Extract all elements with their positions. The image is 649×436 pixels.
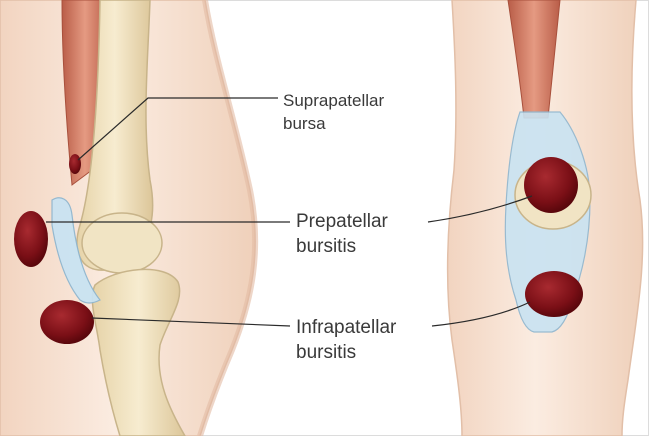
label-suprapatellar-line1: Suprapatellar <box>283 92 384 109</box>
infrapatellar-bursa-front <box>525 271 583 317</box>
side-view-knee <box>0 0 255 436</box>
front-view-knee <box>448 0 643 436</box>
prepatellar-bursa-side <box>14 211 48 267</box>
infrapatellar-bursa-side <box>40 300 94 344</box>
prepatellar-bursa-front <box>524 157 578 213</box>
label-prepatellar-bursitis: Prepatellar bursitis <box>296 212 388 256</box>
label-infrapatellar-line1: Infrapatellar <box>296 318 396 337</box>
label-infrapatellar-line2: bursitis <box>296 343 396 362</box>
label-suprapatellar-bursa: Suprapatellar bursa <box>283 92 384 132</box>
suprapatellar-bursa <box>69 154 81 174</box>
label-infrapatellar-bursitis: Infrapatellar bursitis <box>296 318 396 362</box>
label-prepatellar-line1: Prepatellar <box>296 212 388 231</box>
label-suprapatellar-line2: bursa <box>283 115 384 132</box>
label-prepatellar-line2: bursitis <box>296 237 388 256</box>
